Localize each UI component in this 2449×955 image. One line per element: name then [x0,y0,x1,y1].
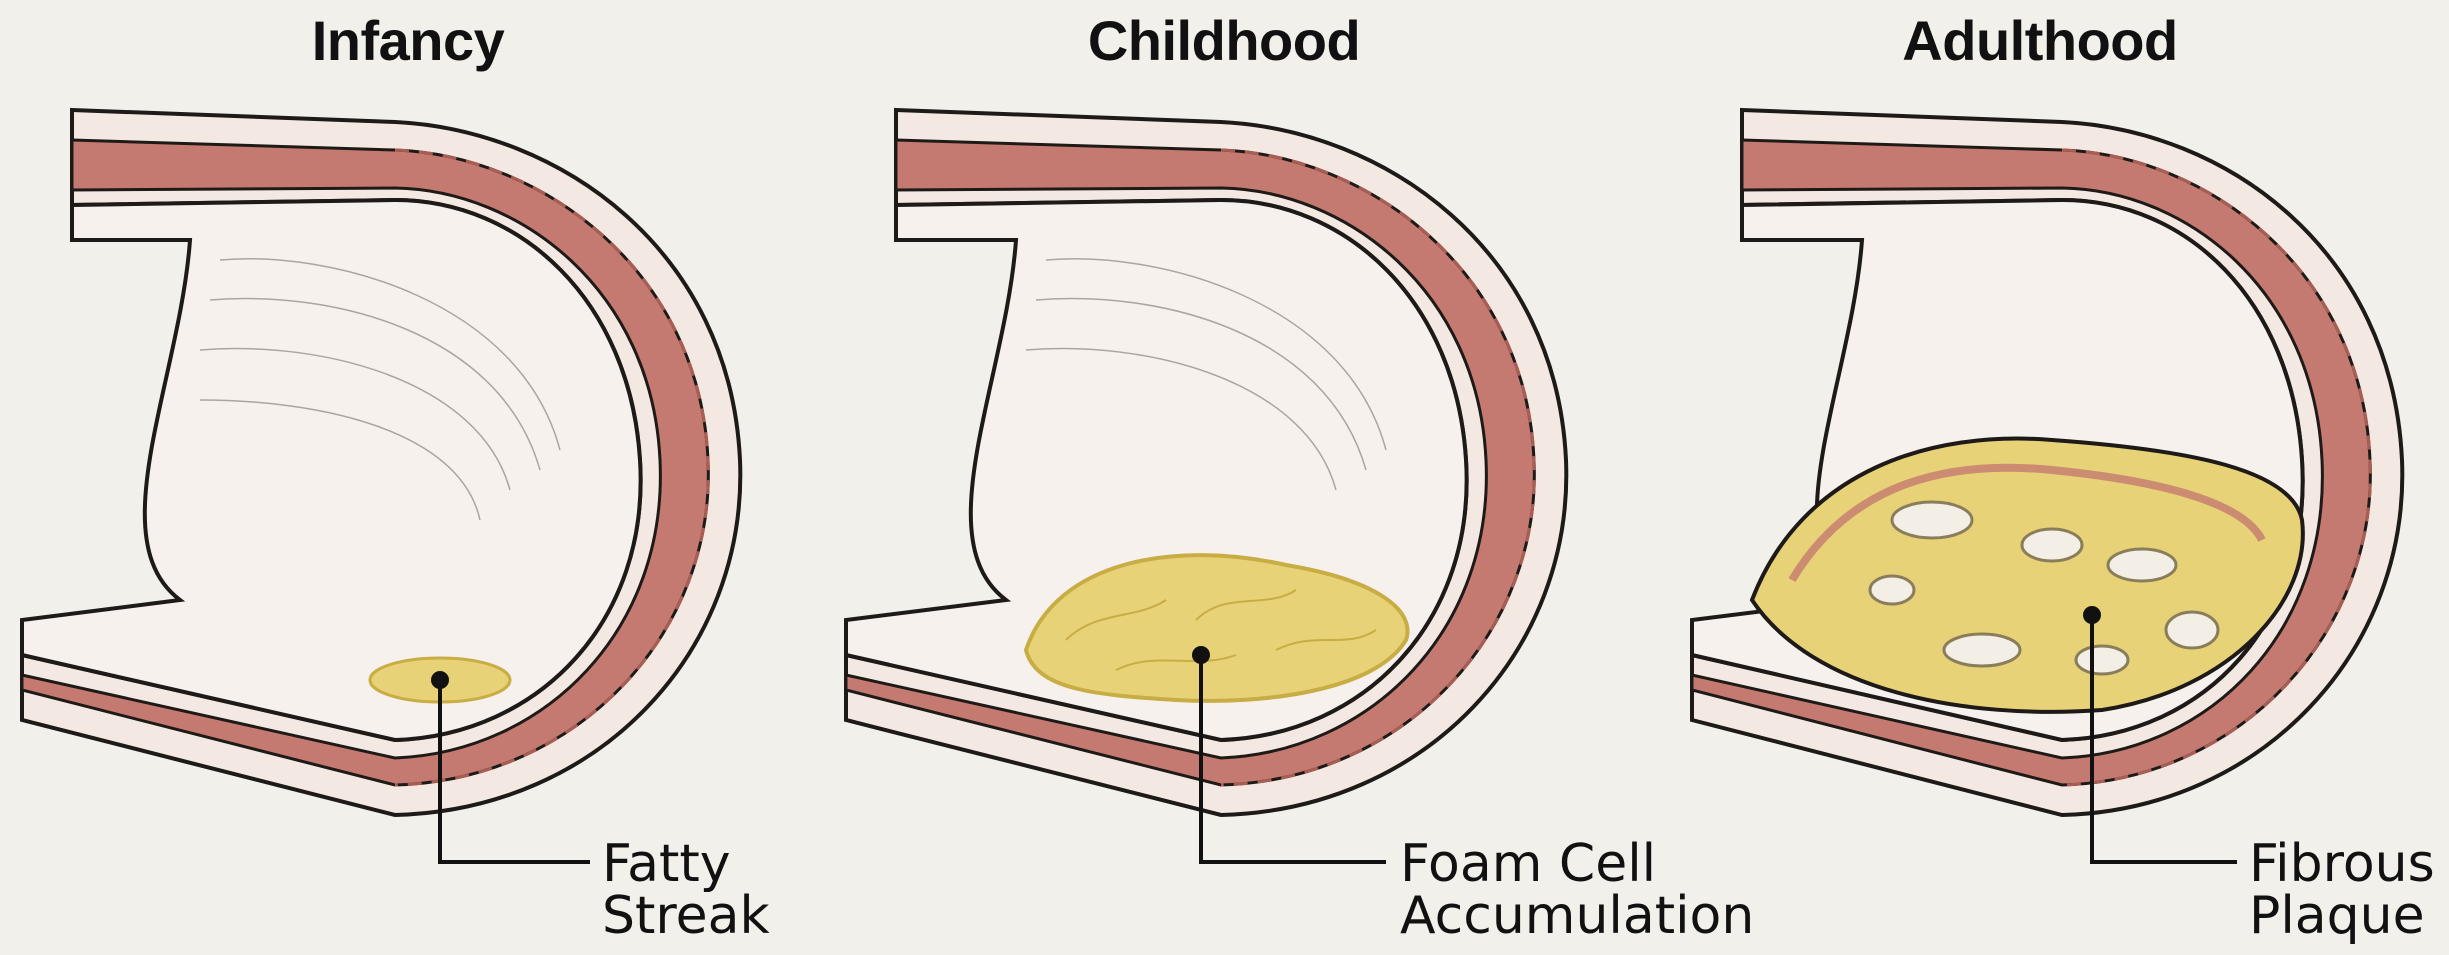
artery-lumen [22,200,641,740]
artery-illustration-childhood [816,0,1632,955]
artery-illustration-adulthood [1632,0,2449,955]
callout-label-adulthood-line2: Plaque [2249,890,2435,942]
panel-childhood: Childhood Foam Cell Accumulat [816,0,1632,955]
artery-illustration-infancy [0,0,816,955]
callout-label-infancy-line2: Streak [602,890,770,942]
callout-label-infancy-line1: Fatty [602,838,770,890]
callout-label-adulthood-line1: Fibrous [2249,838,2435,890]
callout-label-infancy: Fatty Streak [602,838,770,942]
callout-label-adulthood: Fibrous Plaque [2249,838,2435,942]
panel-infancy: Infancy Fatty Streak [0,0,816,955]
panel-adulthood: Adulthood [1632,0,2448,955]
